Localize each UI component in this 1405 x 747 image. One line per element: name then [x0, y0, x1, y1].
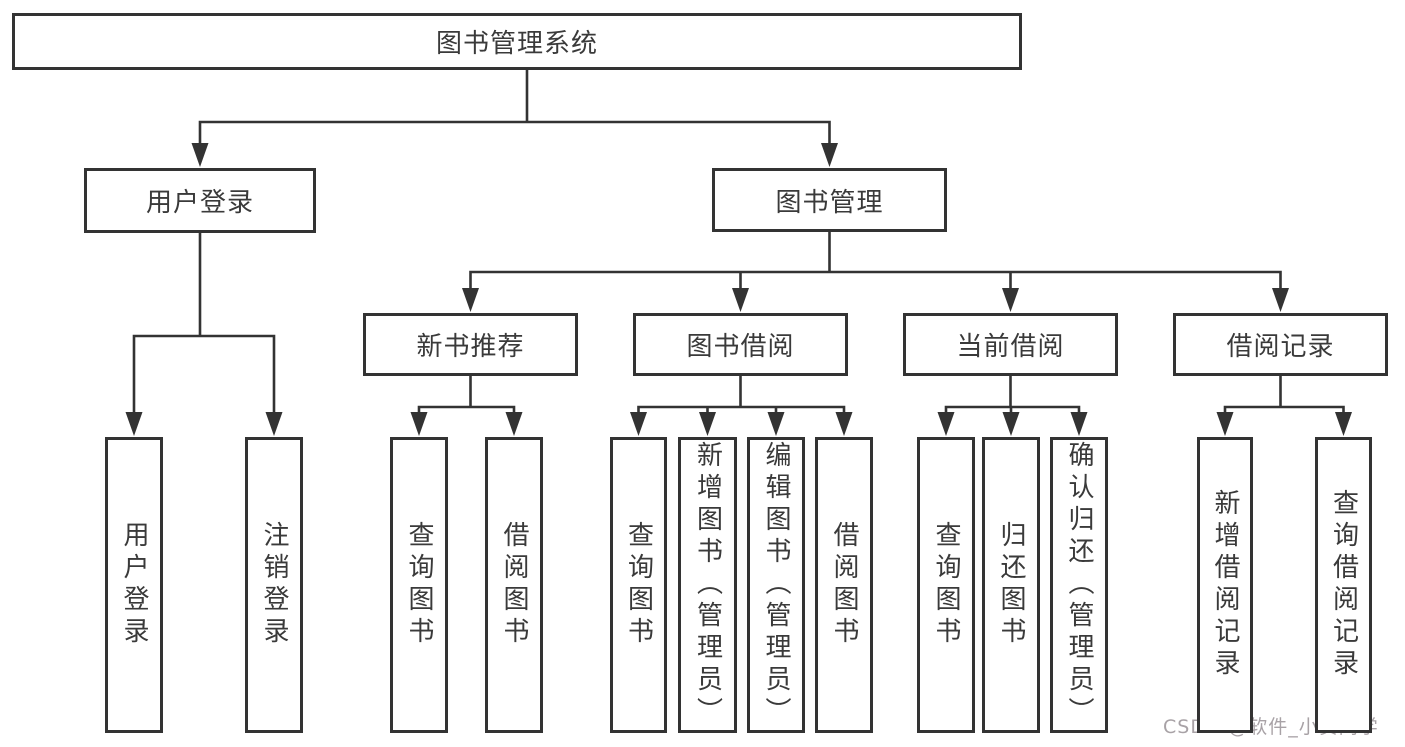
node-rec-borrow: 借阅图书 — [485, 437, 543, 733]
node-book-mgmt: 图书管理 — [712, 168, 947, 232]
node-label: 借阅记录 — [1226, 332, 1335, 362]
node-br-query: 查询借阅记录 — [1315, 437, 1372, 733]
node-label: 注销登录 — [259, 521, 289, 649]
node-label: 查询借阅记录 — [1328, 489, 1359, 681]
node-label: 查询图书 — [623, 521, 654, 649]
node-root: 图书管理系统 — [12, 13, 1022, 70]
node-label: 查询图书 — [931, 521, 961, 649]
node-bb-add: 新增图书（管理员） — [678, 437, 737, 733]
node-book-borrow: 图书借阅 — [633, 313, 848, 376]
node-user-login: 用户登录 — [84, 168, 316, 233]
node-label: 借阅图书 — [499, 521, 529, 649]
node-br-add: 新增借阅记录 — [1197, 437, 1253, 733]
node-label: 查询图书 — [404, 521, 434, 649]
node-label: 当前借阅 — [956, 332, 1065, 362]
node-bb-borrow: 借阅图书 — [815, 437, 873, 733]
node-label: 新增借阅记录 — [1210, 489, 1240, 681]
node-label: 借阅图书 — [829, 521, 859, 649]
node-label: 图书借阅 — [686, 332, 795, 362]
node-current-borrow: 当前借阅 — [903, 313, 1118, 376]
node-bb-edit: 编辑图书（管理员） — [747, 437, 805, 733]
node-logout: 注销登录 — [245, 437, 303, 733]
node-label: 编辑图书（管理员） — [761, 441, 791, 729]
node-new-book-rec: 新书推荐 — [363, 313, 578, 376]
node-bb-query: 查询图书 — [610, 437, 667, 733]
node-label: 新增图书（管理员） — [692, 441, 723, 729]
node-cb-return: 归还图书 — [982, 437, 1040, 733]
node-label: 归还图书 — [996, 521, 1026, 649]
node-login: 用户登录 — [105, 437, 163, 733]
node-label: 图书管理 — [775, 187, 884, 218]
node-label: 确认归还（管理员） — [1064, 441, 1094, 729]
node-cb-confirm: 确认归还（管理员） — [1050, 437, 1108, 733]
node-label: 图书管理系统 — [435, 29, 598, 59]
node-label: 用户登录 — [119, 521, 149, 649]
node-label: 新书推荐 — [416, 332, 525, 362]
node-label: 用户登录 — [145, 188, 254, 218]
node-cb-query: 查询图书 — [917, 437, 975, 733]
node-borrow-record: 借阅记录 — [1173, 313, 1388, 376]
node-rec-query: 查询图书 — [390, 437, 448, 733]
